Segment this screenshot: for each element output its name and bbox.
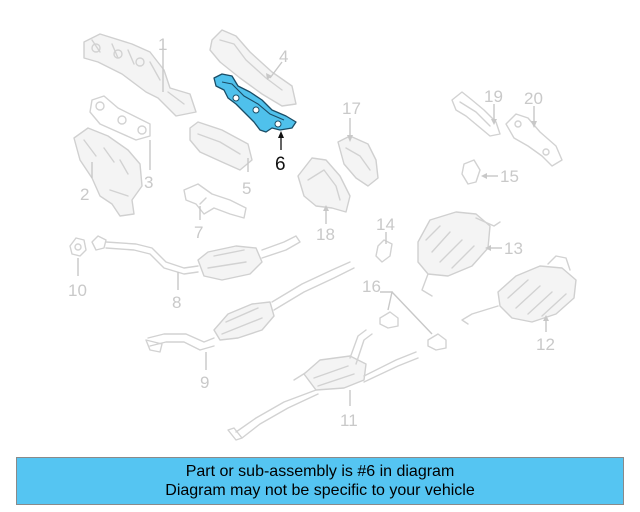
part-1-exhaust-manifold[interactable] [83, 33, 197, 117]
callout-20[interactable]: 20 [524, 89, 543, 108]
callout-16[interactable]: 16 [362, 277, 381, 296]
part-4-heat-shield[interactable] [209, 29, 297, 107]
part-16-clamps[interactable] [379, 311, 447, 351]
part-6-highlighted[interactable] [213, 73, 297, 133]
part-14-hanger[interactable] [375, 239, 393, 263]
part-7-bracket[interactable] [183, 183, 247, 219]
part-9-intermediate-pipe[interactable] [145, 261, 355, 353]
part-3-gasket[interactable] [89, 95, 151, 141]
part-15-clip[interactable] [461, 159, 481, 185]
callout-1[interactable]: 1 [158, 35, 167, 54]
part-13-muffler[interactable] [417, 211, 501, 297]
callout-5[interactable]: 5 [242, 179, 251, 198]
info-banner: Part or sub-assembly is #6 in diagram Di… [16, 457, 624, 505]
part-20-bracket[interactable] [505, 113, 563, 167]
callout-18[interactable]: 18 [316, 225, 335, 244]
part-2-exhaust-manifold[interactable] [73, 127, 143, 217]
callout-10[interactable]: 10 [68, 281, 87, 300]
callout-14[interactable]: 14 [376, 215, 395, 234]
callout-19[interactable]: 19 [484, 87, 503, 106]
callout-13[interactable]: 13 [504, 239, 523, 258]
callout-7[interactable]: 7 [194, 223, 203, 242]
callout-12[interactable]: 12 [536, 335, 555, 354]
part-12-muffler[interactable] [461, 255, 577, 325]
callout-15[interactable]: 15 [500, 167, 519, 186]
part-19-bracket[interactable] [451, 91, 501, 137]
part-5-heat-shield[interactable] [189, 121, 253, 171]
callout-8[interactable]: 8 [172, 293, 181, 312]
callout-4[interactable]: 4 [279, 47, 288, 66]
part-18-heat-shield[interactable] [297, 157, 351, 213]
callout-17[interactable]: 17 [342, 99, 361, 118]
banner-line-1: Part or sub-assembly is #6 in diagram [185, 463, 455, 480]
part-11-rear-pipe[interactable] [227, 329, 419, 441]
callout-2[interactable]: 2 [80, 185, 89, 204]
callout-3[interactable]: 3 [144, 173, 153, 192]
part-10-gasket[interactable] [69, 237, 87, 257]
callout-11[interactable]: 11 [340, 411, 358, 430]
part-8-front-pipe[interactable] [91, 235, 301, 281]
part-17-heat-shield[interactable] [337, 135, 379, 187]
callout-6[interactable]: 6 [275, 154, 286, 175]
banner-line-2: Diagram may not be specific to your vehi… [165, 482, 475, 499]
callout-9[interactable]: 9 [200, 373, 209, 392]
